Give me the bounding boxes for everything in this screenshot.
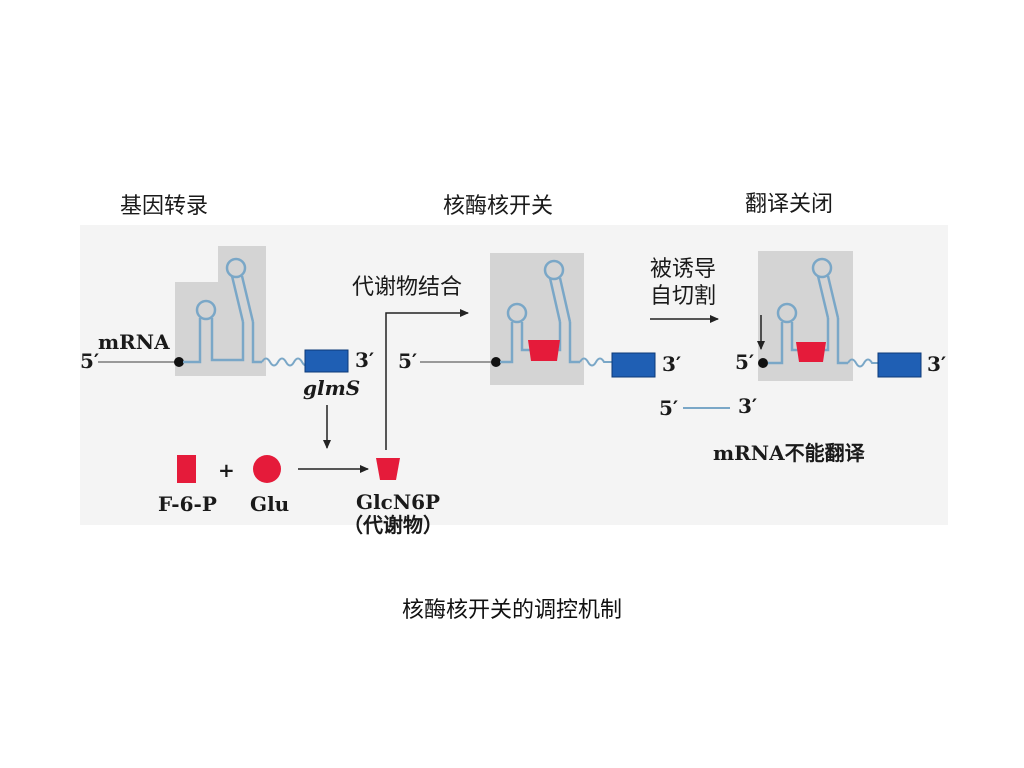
plus-sign: + bbox=[218, 458, 235, 482]
mrna-wave bbox=[847, 358, 878, 368]
hairpin-loop bbox=[230, 275, 255, 323]
gene-box bbox=[611, 352, 656, 378]
heading-transcription: 基因转录 bbox=[120, 194, 208, 219]
hairpin-loop bbox=[225, 257, 247, 279]
switch-panel: 5′ 3′ bbox=[398, 253, 681, 385]
glcn6p-label: GlcN6P bbox=[356, 490, 440, 514]
hairpin-loop bbox=[548, 277, 572, 323]
hairpin-loop bbox=[195, 299, 217, 321]
hairpin-loop bbox=[816, 275, 840, 319]
fragment-three-prime: 3′ bbox=[738, 394, 757, 418]
metabolic-reaction: + F-6-P Glu GlcN6P （代谢物） 代谢物结合 bbox=[158, 275, 469, 537]
cleavage-site-dot bbox=[491, 357, 501, 367]
bound-metabolite bbox=[796, 342, 826, 362]
no-translation-label: mRNA不能翻译 bbox=[713, 441, 866, 465]
glu-label: Glu bbox=[250, 492, 289, 516]
hairpin-loop bbox=[506, 302, 528, 324]
heading-translation-off: 翻译关闭 bbox=[745, 192, 833, 217]
translation-off-panel: 5′ 3′ 5′ 3′ mRNA不能翻译 bbox=[659, 251, 946, 465]
three-prime-label: 3′ bbox=[662, 352, 681, 376]
ribozyme-stem-loops bbox=[183, 318, 262, 364]
bound-metabolite bbox=[528, 340, 560, 361]
mrna-label: mRNA bbox=[98, 330, 170, 354]
gene-box bbox=[877, 352, 922, 378]
five-prime-label: 5′ bbox=[735, 350, 754, 374]
metabolite-binding-label: 代谢物结合 bbox=[352, 275, 462, 300]
f6p-label: F-6-P bbox=[158, 492, 217, 516]
figure-caption: 核酶核开关的调控机制 bbox=[401, 598, 622, 623]
hairpin-loop bbox=[776, 302, 798, 324]
glu-shape bbox=[253, 455, 281, 483]
heading-switch: 核酶核开关 bbox=[443, 194, 553, 219]
glcn6p-shape bbox=[376, 458, 400, 480]
hairpin-loop bbox=[811, 257, 833, 279]
cleavage-site-dot bbox=[758, 358, 768, 368]
five-prime-label: 5′ bbox=[80, 349, 99, 373]
transcription-panel: mRNA 5′ 3′ glmS bbox=[80, 246, 374, 449]
mrna-wave bbox=[261, 357, 312, 367]
metabolite-binding-arrow bbox=[385, 309, 469, 450]
three-prime-label: 3′ bbox=[355, 348, 374, 372]
metabolite-note: （代谢物） bbox=[343, 513, 443, 537]
three-prime-label: 3′ bbox=[927, 352, 946, 376]
self-cleavage-label: 自切割 bbox=[650, 284, 716, 309]
f6p-shape bbox=[177, 455, 196, 483]
gene-box bbox=[304, 349, 349, 373]
five-prime-label: 5′ bbox=[398, 349, 417, 373]
cleavage-site-dot bbox=[174, 357, 184, 367]
mrna-wave bbox=[579, 357, 612, 367]
hairpin-loop bbox=[543, 259, 565, 281]
gene-label: glmS bbox=[303, 376, 360, 400]
fragment-five-prime: 5′ bbox=[659, 396, 678, 420]
self-cleavage-label: 被诱导 bbox=[650, 257, 716, 282]
